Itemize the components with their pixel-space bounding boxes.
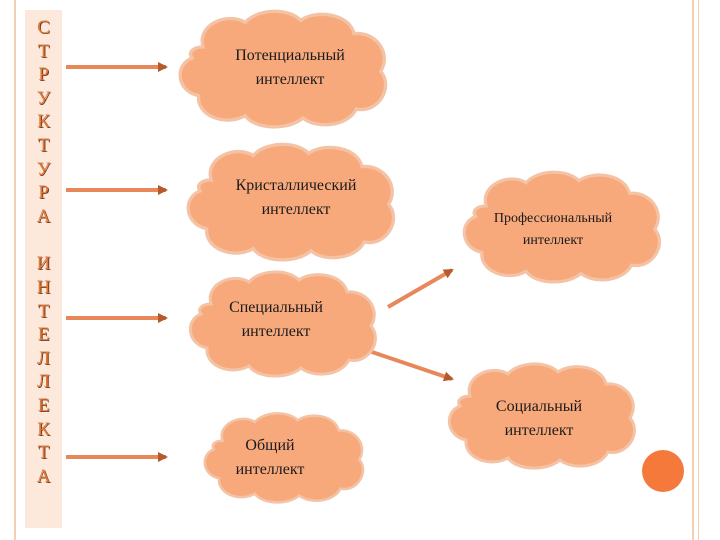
side-letter: А (36, 465, 51, 487)
cloud-potential-line1: Потенциальный (235, 47, 345, 64)
side-letter: Н (36, 276, 51, 298)
cloud-professional-line1: Профессиональный (494, 211, 613, 226)
cloud-social-line2: интеллект (505, 422, 574, 439)
cloud-crystal-line2: интеллект (262, 201, 331, 218)
side-title-word-1: С Т Р У К Т У Р А (37, 16, 51, 228)
cloud-special-line2: интеллект (242, 323, 311, 340)
cloud-general-line1: Общий (245, 437, 295, 454)
cloud-social: Социальный интеллект (447, 362, 636, 470)
side-letter: С (37, 17, 50, 38)
side-letter: Т (37, 442, 50, 464)
side-letter: Р (38, 182, 49, 204)
arrow-special-to-social (365, 348, 454, 382)
cloud-special-line1: Специальный (229, 299, 323, 316)
side-letter: Р (38, 64, 49, 86)
side-title-word-2: И Н Т Е Л Л Е К Т А (37, 252, 51, 488)
arrow-special-to-professional (386, 268, 454, 309)
cloud-crystal: Кристаллический интеллект (186, 142, 396, 262)
side-letter: А (36, 205, 51, 227)
accent-circle (642, 450, 684, 492)
cloud-general-line2: интеллект (236, 461, 305, 478)
side-letter: Т (37, 40, 50, 62)
side-letter: Т (37, 300, 50, 322)
frame-line-right (692, 0, 694, 540)
side-letter: К (37, 111, 50, 133)
side-letter: Е (37, 394, 50, 416)
side-letter: Е (37, 324, 50, 346)
side-letter: У (36, 87, 51, 109)
cloud-crystal-line1: Кристаллический (236, 177, 357, 194)
side-letter: Л (37, 347, 50, 369)
cloud-professional: Профессиональный интеллект (462, 170, 662, 284)
frame-line-left (14, 0, 16, 540)
side-letter: Т (37, 134, 50, 156)
side-letter: И (36, 253, 51, 275)
cloud-potential-line2: интеллект (256, 71, 325, 88)
side-letter: К (37, 418, 50, 440)
cloud-general: Общий интеллект (203, 412, 365, 504)
side-letter: У (36, 158, 51, 180)
cloud-professional-line2: интеллект (523, 233, 583, 248)
side-title-bar: С Т Р У К Т У Р А И Н Т Е Л Л Е К Т А (25, 10, 62, 528)
frame-line-right-inner (698, 0, 699, 540)
side-letter: Л (37, 371, 50, 393)
cloud-social-line1: Социальный (496, 398, 583, 415)
cloud-potential: Потенциальный интеллект (178, 9, 388, 129)
cloud-special: Специальный интеллект (188, 270, 378, 378)
